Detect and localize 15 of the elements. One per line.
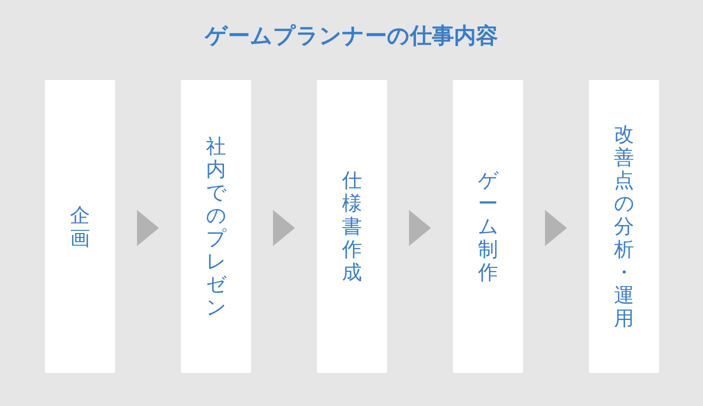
- arrow: [409, 210, 431, 246]
- step-label: 改善点の分析・運用: [614, 123, 634, 330]
- step-box: [589, 80, 659, 373]
- arrow: [545, 210, 567, 246]
- step-box: [181, 80, 251, 373]
- arrow: [137, 210, 159, 246]
- step-label: 仕様書作成: [342, 169, 362, 284]
- arrow: [273, 210, 295, 246]
- step-box: [45, 80, 115, 373]
- title: ゲームプランナーの仕事内容: [205, 22, 498, 51]
- step-box: [453, 80, 523, 373]
- step-label: 社内でのプレゼン: [206, 134, 226, 318]
- step-label: 企画: [70, 204, 90, 250]
- step-label: ゲーム制作: [478, 169, 498, 284]
- step-box: [317, 80, 387, 373]
